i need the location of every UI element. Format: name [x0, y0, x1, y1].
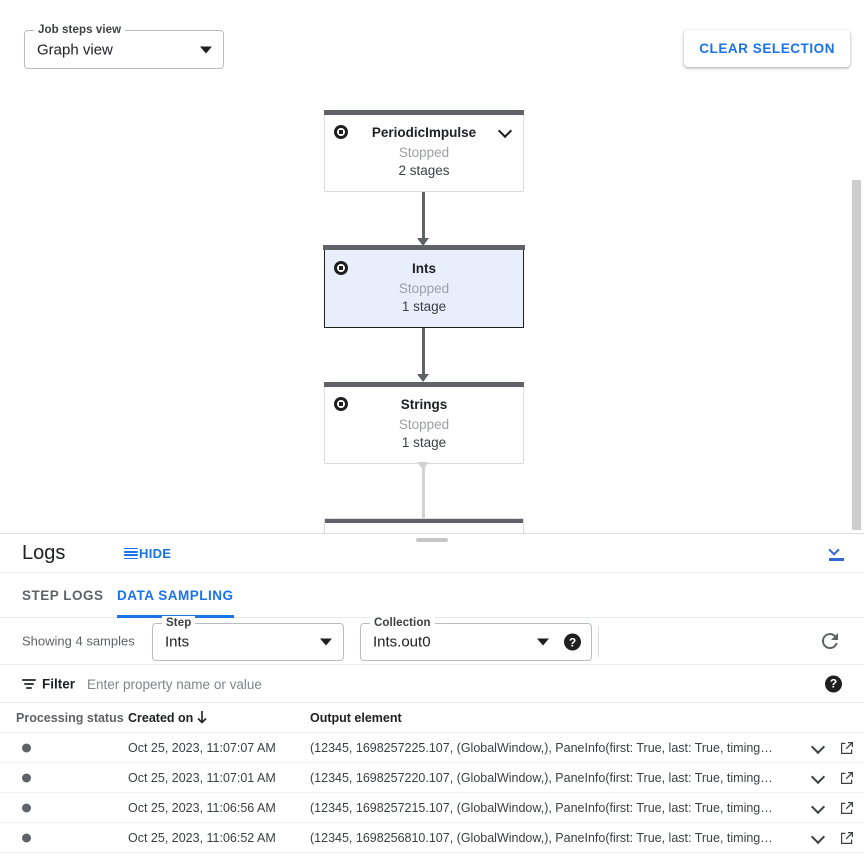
node-stages: 1 stage [401, 299, 447, 314]
help-icon[interactable]: ? [564, 633, 581, 651]
expand-row-chevron-down-icon[interactable] [812, 772, 826, 784]
node-status: Stopped [398, 417, 450, 432]
status-dot-icon [22, 773, 31, 782]
hide-logs-label: HIDE [139, 546, 172, 561]
step-select[interactable]: Step Ints [152, 616, 344, 661]
open-in-new-icon[interactable] [840, 771, 854, 785]
tab-data-sampling[interactable]: DATA SAMPLING [117, 573, 234, 618]
cell-output-element: (12345, 1698256810.107, (GlobalWindow,),… [310, 830, 773, 845]
cell-output-element: (12345, 1698257225.107, (GlobalWindow,),… [310, 740, 773, 755]
panel-resize-handle[interactable] [416, 538, 448, 542]
expand-row-chevron-down-icon[interactable] [812, 742, 826, 754]
node-title: PeriodicImpulse [371, 125, 477, 140]
stop-icon [334, 125, 348, 139]
step-select-label: Step [162, 616, 196, 630]
table-row[interactable]: Oct 25, 2023, 11:06:52 AM (12345, 169825… [0, 823, 864, 853]
refresh-button[interactable] [818, 629, 842, 653]
node-title: Ints [411, 261, 436, 276]
logs-panel-header: Logs HIDE [0, 534, 864, 573]
filter-row: Filter ? [0, 665, 864, 703]
graph-vertical-scrollbar[interactable] [852, 180, 861, 530]
graph-edge-arrow [417, 238, 429, 246]
node-status-bar [324, 382, 524, 387]
cell-output-element: (12345, 1698257215.107, (GlobalWindow,),… [310, 800, 773, 815]
graph-node-ints[interactable]: Ints Stopped 1 stage [323, 245, 525, 328]
collection-select-value: Ints.out0 [373, 633, 431, 651]
stop-icon [334, 397, 348, 411]
step-select-value: Ints [165, 633, 190, 651]
samples-table: Processing status Created on Output elem… [0, 703, 864, 853]
column-header-created-on[interactable]: Created on [128, 710, 194, 725]
node-title: Strings [400, 397, 448, 412]
table-row[interactable]: Oct 25, 2023, 11:07:01 AM (12345, 169825… [0, 763, 864, 793]
node-status-bar [324, 110, 524, 115]
open-in-new-icon[interactable] [840, 831, 854, 845]
cell-created-on: Oct 25, 2023, 11:07:01 AM [128, 770, 276, 785]
table-row[interactable]: Oct 25, 2023, 11:07:07 AM (12345, 169825… [0, 733, 864, 763]
node-stages: 1 stage [401, 435, 447, 450]
hide-logs-button[interactable]: HIDE [124, 546, 171, 561]
chevron-down-icon [200, 46, 212, 53]
filter-icon [22, 678, 36, 690]
chevron-down-icon [320, 638, 332, 646]
graph-edge-arrow [417, 374, 429, 382]
chevron-down-icon [828, 544, 840, 556]
logs-panel: Logs HIDE STEP LOGS DATA SAMPLING Showin… [0, 533, 864, 856]
status-dot-icon [22, 833, 31, 842]
table-row[interactable]: Oct 25, 2023, 11:06:56 AM (12345, 169825… [0, 793, 864, 823]
expand-row-chevron-down-icon[interactable] [812, 802, 826, 814]
collection-select[interactable]: Collection Ints.out0 ? [360, 616, 592, 661]
chevron-down-icon [537, 638, 549, 646]
job-steps-view-value: Graph view [37, 41, 113, 58]
graph-node-strings[interactable]: Strings Stopped 1 stage [324, 382, 524, 464]
graph-edge [422, 192, 425, 244]
showing-samples-text: Showing 4 samples [22, 633, 135, 649]
node-status: Stopped [398, 145, 450, 160]
cell-created-on: Oct 25, 2023, 11:06:56 AM [128, 800, 276, 815]
cell-output-element: (12345, 1698257220.107, (GlobalWindow,),… [310, 770, 773, 785]
job-steps-view-select[interactable]: Job steps view Graph view [24, 23, 224, 69]
graph-node-partial[interactable] [324, 518, 524, 533]
clear-selection-button[interactable]: CLEAR SELECTION [684, 30, 850, 67]
graph-node-periodicimpulse[interactable]: PeriodicImpulse Stopped 2 stages [324, 110, 524, 192]
open-in-new-icon[interactable] [840, 741, 854, 755]
collection-select-label: Collection [370, 616, 435, 630]
node-status-bar [323, 245, 525, 251]
node-status-bar [325, 519, 523, 523]
stop-icon [334, 261, 348, 275]
filter-input[interactable] [87, 665, 787, 703]
graph-edge-arrow [417, 462, 429, 470]
column-header-processing-status[interactable]: Processing status [16, 710, 124, 725]
collapse-panel-icon[interactable] [826, 543, 848, 565]
graph-toolbar: Job steps view Graph view CLEAR SELECTIO… [0, 0, 864, 96]
graph-edge [422, 328, 425, 380]
status-dot-icon [22, 803, 31, 812]
graph-canvas[interactable]: PeriodicImpulse Stopped 2 stages Ints St… [0, 96, 864, 533]
column-header-output-element[interactable]: Output element [310, 710, 402, 725]
cell-created-on: Oct 25, 2023, 11:06:52 AM [128, 830, 276, 845]
expand-node-chevron-down-icon[interactable] [499, 126, 513, 136]
logs-tabs: STEP LOGS DATA SAMPLING [0, 573, 864, 618]
status-dot-icon [22, 743, 31, 752]
sort-descending-arrow-icon[interactable] [196, 711, 208, 725]
bottom-bar-icon [829, 558, 844, 561]
job-steps-view-label: Job steps view [34, 23, 126, 37]
filter-label: Filter [42, 676, 76, 691]
divider [598, 626, 599, 657]
tab-step-logs[interactable]: STEP LOGS [22, 588, 104, 603]
graph-edge [422, 464, 425, 530]
cell-created-on: Oct 25, 2023, 11:07:07 AM [128, 740, 276, 755]
logs-title: Logs [22, 542, 66, 564]
list-lines-icon [124, 547, 138, 560]
node-stages: 2 stages [398, 163, 450, 178]
table-header-row: Processing status Created on Output elem… [0, 703, 864, 733]
help-icon[interactable]: ? [825, 675, 842, 692]
data-sampling-controls: Showing 4 samples Step Ints Collection I… [0, 616, 864, 665]
job-graph-area: Job steps view Graph view CLEAR SELECTIO… [0, 0, 864, 533]
open-in-new-icon[interactable] [840, 801, 854, 815]
node-status: Stopped [398, 281, 450, 296]
expand-row-chevron-down-icon[interactable] [812, 832, 826, 844]
